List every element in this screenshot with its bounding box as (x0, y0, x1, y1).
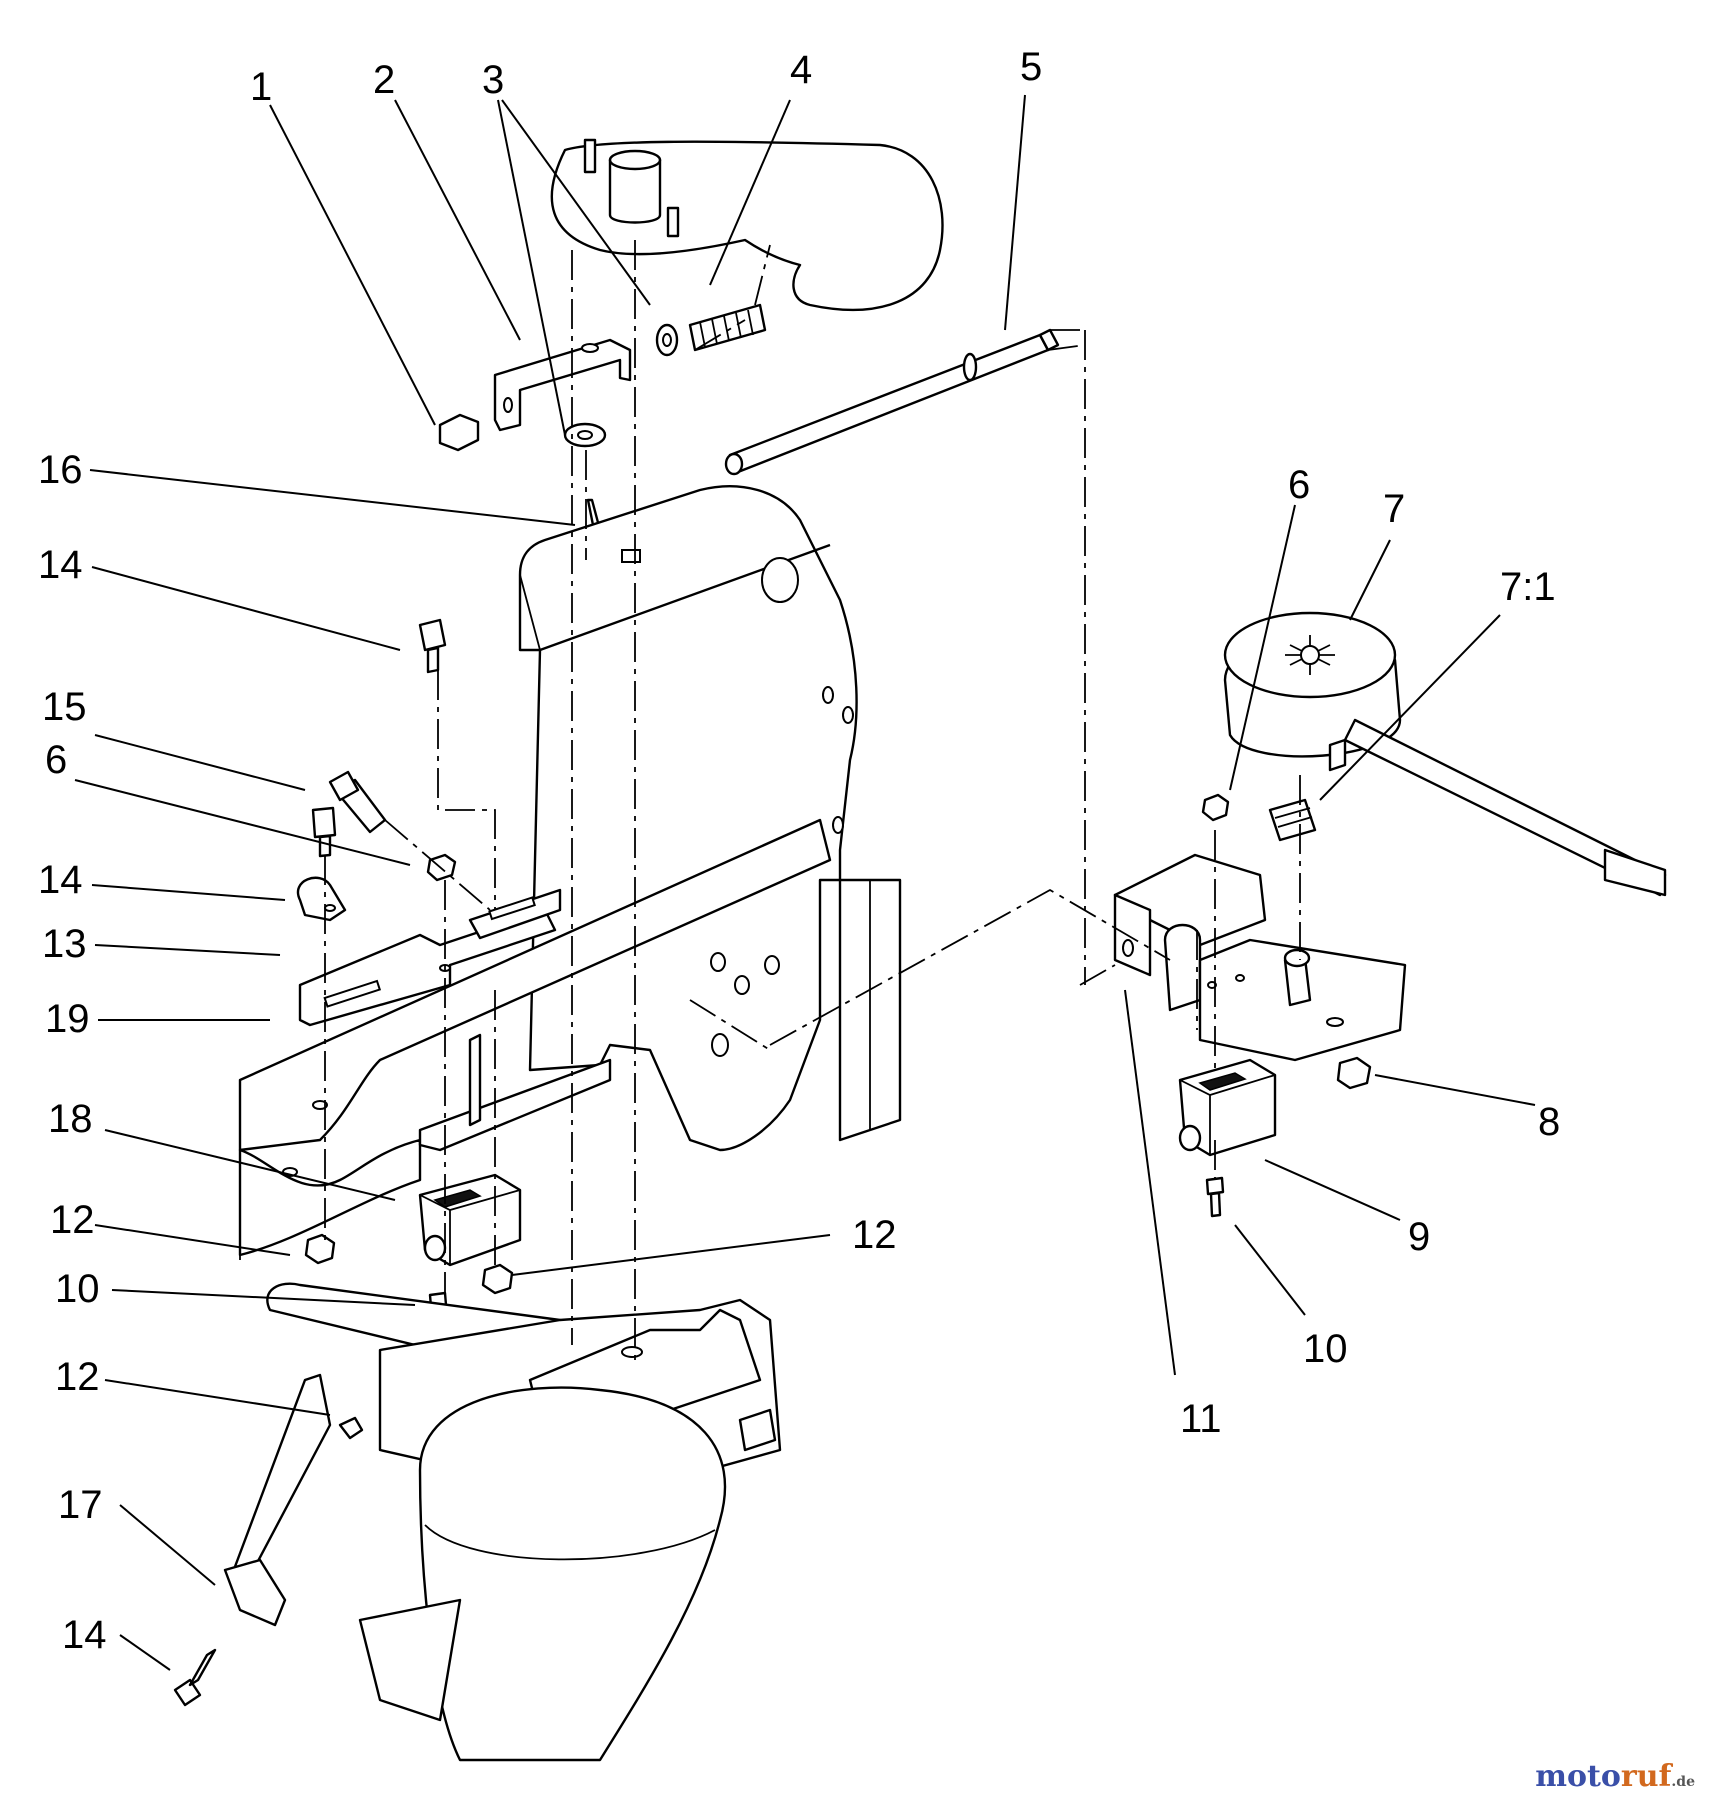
lower-housing (266, 1282, 782, 1762)
callout-1: 1 (250, 65, 272, 109)
callout-14-mid: 14 (38, 858, 83, 902)
bolt-14-mid (311, 806, 337, 858)
nut-12-b (481, 1263, 514, 1295)
callout-7-1: 7:1 (1500, 565, 1556, 609)
callout-7: 7 (1383, 487, 1405, 531)
washer (563, 422, 607, 448)
alignment-lines (324, 240, 1301, 1360)
callout-9: 9 (1408, 1215, 1430, 1259)
callout-14-upper: 14 (38, 543, 83, 587)
plate-19 (238, 818, 832, 1260)
spring (655, 303, 767, 357)
nut-6-right (1201, 793, 1230, 822)
callout-15: 15 (42, 685, 87, 729)
callout-3: 3 (482, 58, 504, 102)
plunger-pin (1283, 948, 1312, 1007)
slotted-bracket (298, 888, 562, 1027)
cam-plate (550, 138, 944, 312)
watermark-part1: moto (1535, 1759, 1621, 1794)
switch-9 (1178, 1058, 1277, 1157)
bolt-15 (328, 770, 387, 834)
knob-7 (1223, 611, 1667, 897)
callout-19: 19 (45, 997, 90, 1041)
callout-11: 11 (1180, 1397, 1222, 1441)
callout-6-left: 6 (45, 738, 67, 782)
spring-7-1 (1268, 798, 1317, 842)
watermark-part2: ruf (1620, 1759, 1672, 1794)
callout-2: 2 (373, 58, 395, 102)
callout-14-lower: 14 (62, 1613, 107, 1657)
callout-12-left: 12 (50, 1198, 95, 1242)
callout-8: 8 (1538, 1100, 1560, 1144)
clamp-13 (296, 876, 347, 922)
callout-10-left: 10 (55, 1267, 100, 1311)
watermark-part3: .de (1671, 1774, 1695, 1790)
bolt-14-upper (418, 618, 447, 674)
pedal-17 (223, 1373, 364, 1627)
screw-10-right (1205, 1176, 1225, 1218)
shaft (724, 328, 1060, 476)
switch-18 (418, 1173, 522, 1267)
main-frame (518, 485, 902, 1152)
callout-labels: 1 2 3 4 5 16 14 15 6 14 13 19 18 12 12 1… (38, 45, 1560, 1657)
callout-16: 16 (38, 448, 83, 492)
nut-12-a (304, 1233, 336, 1265)
leader-lines (74, 94, 1536, 1671)
callout-12-lower: 12 (55, 1355, 100, 1399)
angle-bracket (418, 1033, 612, 1152)
watermark-logo: motoruf.de (1535, 1759, 1695, 1794)
callout-10-right: 10 (1303, 1327, 1348, 1371)
callout-4: 4 (790, 48, 812, 92)
callout-5: 5 (1020, 45, 1042, 89)
callout-13: 13 (42, 922, 87, 966)
callout-6-right: 6 (1288, 463, 1310, 507)
bolt-14-lower (173, 1648, 217, 1707)
switch-bracket-11 (1113, 853, 1407, 1062)
callout-12-right: 12 (852, 1213, 897, 1257)
bracket (493, 338, 632, 432)
callout-17: 17 (58, 1483, 103, 1527)
callout-18: 18 (48, 1097, 93, 1141)
hex-nut (438, 413, 480, 452)
nut-8 (1336, 1056, 1372, 1090)
